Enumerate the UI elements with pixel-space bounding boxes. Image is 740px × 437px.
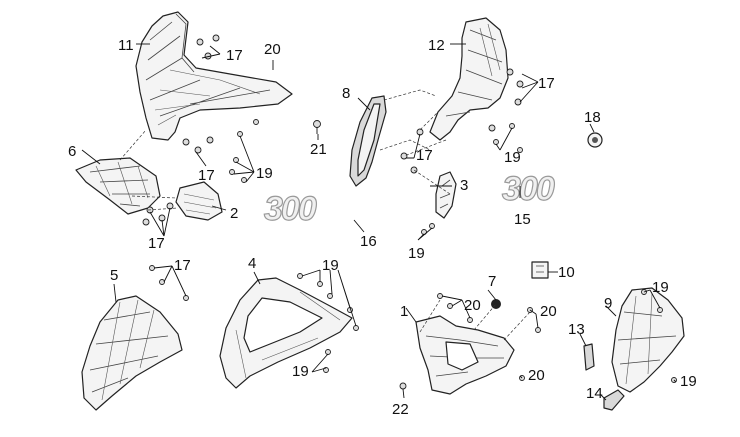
- callout-17b: 17: [538, 75, 555, 92]
- leader-lines: [81, 43, 677, 401]
- decal-300-left: 300: [263, 189, 319, 228]
- part-5-front-cover: [81, 295, 183, 411]
- part-18-grommet: [587, 132, 603, 148]
- callout-17a: 17: [226, 47, 243, 64]
- callout-22: 22: [392, 401, 409, 418]
- part-13-reflector: [583, 343, 595, 371]
- callout-14: 14: [586, 385, 603, 402]
- part-22-screw: [399, 382, 407, 399]
- callout-12: 12: [428, 37, 445, 54]
- decal-300-right: 300: [501, 169, 557, 208]
- part-10-clip: [531, 261, 549, 279]
- svg-text:300: 300: [264, 190, 317, 228]
- callout-19g: 19: [680, 373, 697, 390]
- callout-19a: 19: [256, 165, 273, 182]
- part-12-right-upper-cowl: [429, 17, 509, 141]
- callout-17c: 17: [198, 167, 215, 184]
- callouts: 11 17 20 12 17 8 18 21 6 17 19 17 19 3 2…: [68, 37, 697, 418]
- part-8-side-panel: [349, 89, 437, 187]
- callout-17d: 17: [416, 147, 433, 164]
- callout-1: 1: [400, 303, 408, 320]
- callout-20c: 20: [540, 303, 557, 320]
- callout-19f: 19: [292, 363, 309, 380]
- callout-5: 5: [110, 267, 118, 284]
- callout-2: 2: [230, 205, 238, 222]
- part-14-reflector: [603, 389, 625, 411]
- callout-20d: 20: [528, 367, 545, 384]
- callout-21: 21: [310, 141, 327, 158]
- callout-10: 10: [558, 264, 575, 281]
- part-1-headlight-bracket: [415, 315, 515, 395]
- callout-20a: 20: [264, 41, 281, 58]
- callout-6: 6: [68, 143, 76, 160]
- assembly-lines: [119, 109, 531, 341]
- part-2-plate: [175, 181, 223, 221]
- callout-7: 7: [488, 273, 496, 290]
- part-21-screw: [313, 120, 321, 134]
- callout-17e: 17: [148, 235, 165, 252]
- callout-19d: 19: [322, 257, 339, 274]
- callout-20b: 20: [464, 297, 481, 314]
- callout-17f: 17: [174, 257, 191, 274]
- callout-19c: 19: [408, 245, 425, 262]
- part-9-headlight-housing: [611, 287, 685, 393]
- svg-text:300: 300: [502, 170, 555, 208]
- callout-18: 18: [584, 109, 601, 126]
- callout-9: 9: [604, 295, 612, 312]
- part-6-lower-bracket: [75, 157, 161, 215]
- callout-16: 16: [360, 233, 377, 250]
- callout-8: 8: [342, 85, 350, 102]
- callout-19e: 19: [652, 279, 669, 296]
- part-7-nut: [491, 299, 501, 309]
- callout-19b: 19: [504, 149, 521, 166]
- part-4-frame-bracket: [219, 277, 353, 389]
- part-11-front-upper-cowl: [135, 11, 293, 141]
- callout-4: 4: [248, 255, 256, 272]
- callout-13: 13: [568, 321, 585, 338]
- callout-11: 11: [118, 37, 134, 54]
- callout-15: 15: [514, 211, 531, 228]
- part-3-bracket: [435, 171, 457, 219]
- callout-3: 3: [460, 177, 468, 194]
